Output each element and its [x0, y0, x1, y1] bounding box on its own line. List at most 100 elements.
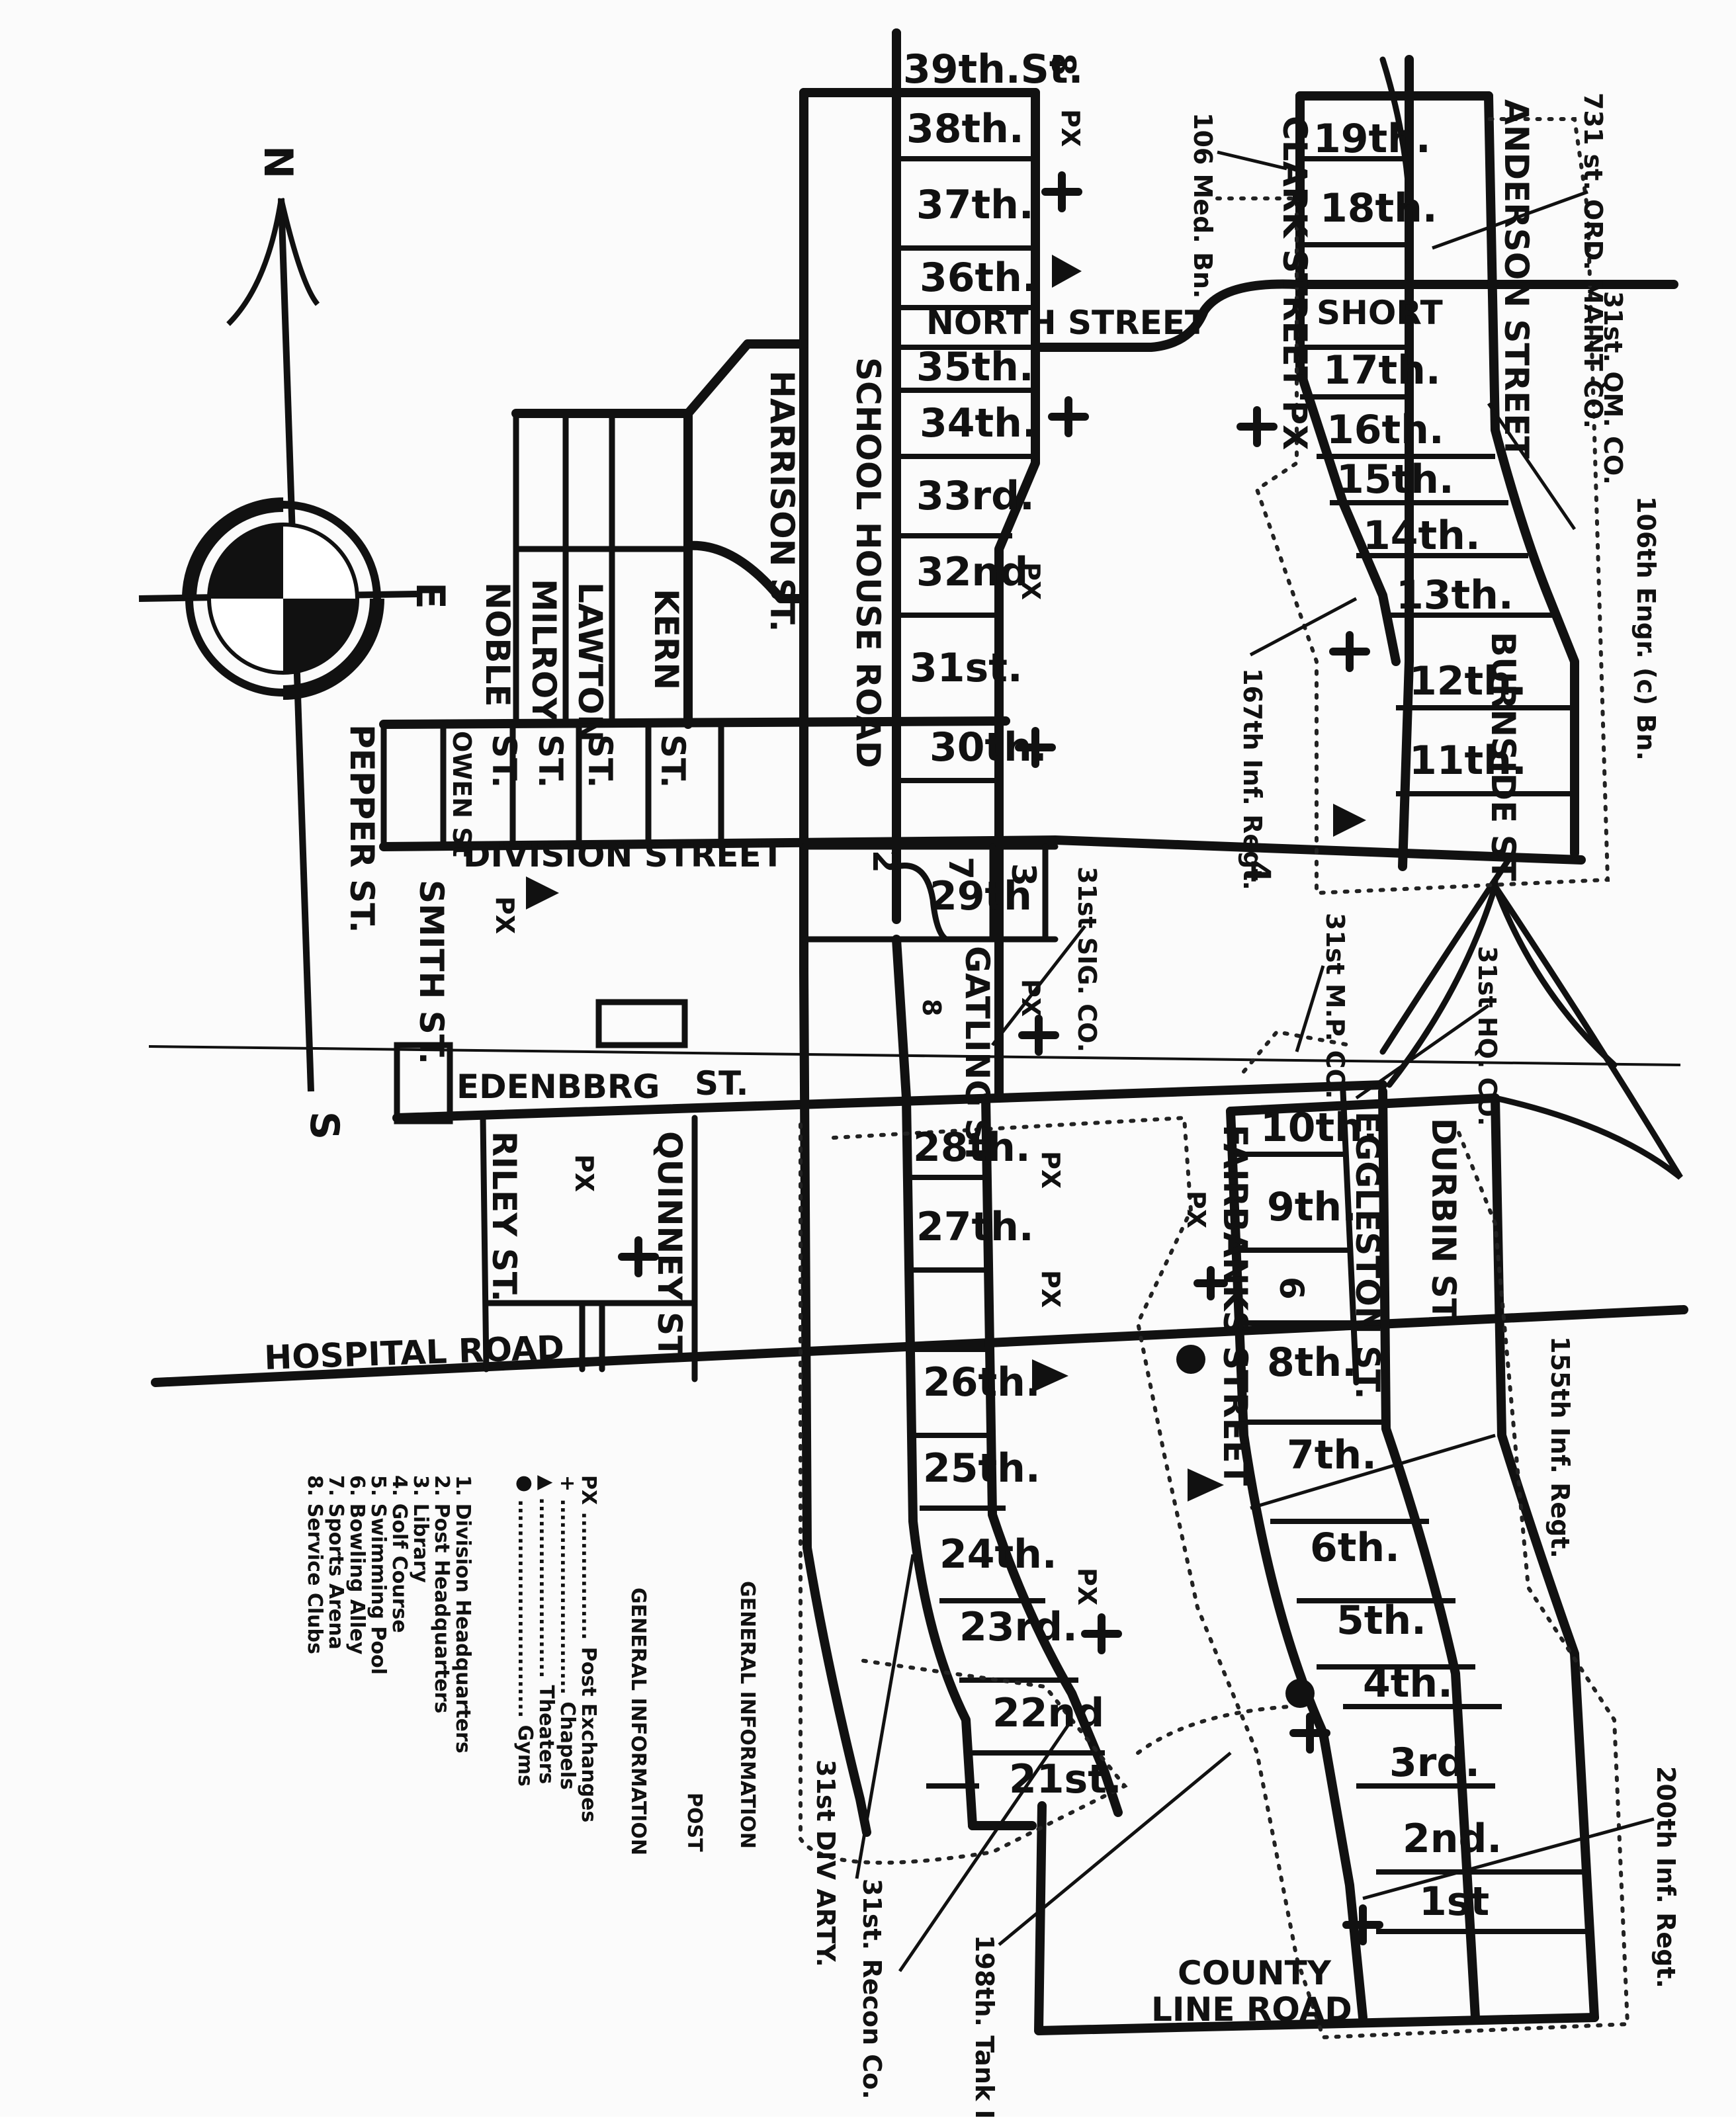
unit-31-qm: 31st. QM. CO. [1598, 291, 1628, 485]
chapel-icon [618, 1236, 659, 1277]
legend-item: 1. Division Headquarters [451, 1475, 474, 1754]
durbin-label: DURBIN ST. [1424, 1118, 1463, 1328]
kern-st-label: ST. [654, 734, 692, 788]
legend-item: 2. Post Headquarters [430, 1475, 453, 1713]
theater-icon [526, 876, 559, 910]
school-house-road-label: SCHOOL HOUSE ROAD [849, 357, 887, 768]
block-35th: 35th. [916, 344, 1034, 390]
px-marker: PX [1036, 1270, 1065, 1308]
block-2nd: 2nd. [1403, 1816, 1502, 1862]
block-12th: 12th. [1409, 658, 1527, 704]
quinney-label: QUINNEY ST [650, 1131, 689, 1358]
block-9th: 9th. [1267, 1184, 1357, 1230]
block-1st: 1st [1419, 1879, 1489, 1925]
legend-item: PX ................. Post Exchanges [577, 1475, 600, 1822]
px-marker: PX [1072, 1568, 1102, 1605]
block-dividers [896, 90, 1588, 1934]
theater-icon [1188, 1468, 1224, 1502]
compass-south: S [301, 1111, 347, 1140]
block-22nd: 22nd [992, 1690, 1104, 1736]
pepper-label: PEPPER ST. [343, 724, 381, 933]
marker-3: 3 [1004, 863, 1043, 886]
block-21st: 21st. [1009, 1756, 1122, 1802]
block-16th: 16th. [1326, 407, 1444, 453]
chapel-icon [1237, 406, 1278, 447]
legend-item: 5. Swimming Pool [367, 1475, 390, 1675]
theater-icon [1052, 255, 1082, 288]
block-17th: 17th. [1323, 347, 1441, 394]
dotted-boundaries [799, 117, 1630, 2040]
unit-198-tank: 198th. Tank Bn. [970, 1935, 999, 2117]
marker-6: 6 [1272, 1277, 1311, 1300]
legend-item: 8. Service Clubs [303, 1475, 326, 1654]
leader-lines [855, 150, 1655, 1972]
marker-2: 2 [865, 850, 904, 873]
chapel-markers [618, 171, 1383, 1945]
theater-markers [526, 255, 1366, 1502]
chapel-icon [1194, 1266, 1228, 1300]
block-3rd: 3rd. [1389, 1740, 1480, 1786]
block-5th: 5th. [1336, 1597, 1426, 1644]
county-line-road-label-2: LINE ROAD [1151, 1990, 1352, 2029]
chapel-icon [1081, 1613, 1122, 1654]
riley-label: RILEY ST. [485, 1131, 523, 1302]
marker-8: 8 [917, 999, 946, 1016]
block-36th: 36th. [920, 255, 1037, 301]
px-markers: PX PX PX PX PX PX PX PX PX [490, 109, 1211, 1605]
unit-106-engr: 106th Engr. (c) Bn. [1631, 496, 1661, 761]
short-label: SHORT [1317, 294, 1443, 332]
px-marker: PX [570, 1154, 599, 1192]
block-38th: 38th. [906, 106, 1024, 152]
compass-east: E [407, 582, 453, 609]
unit-106-med: 106 Med. Bn. [1188, 112, 1217, 298]
chapel-icon [1041, 171, 1082, 212]
block-23rd: 23rd. [959, 1604, 1078, 1650]
roads [148, 28, 1688, 2035]
milroy-label: MILROY [525, 579, 563, 722]
lawton-label: LAWTON [571, 582, 609, 742]
legend-item: ● ............................. Gyms [513, 1475, 537, 1787]
unit-31-mp: 31st M.P. CO. [1321, 913, 1350, 1099]
kern-label: KERN [647, 589, 685, 690]
edenberg-st-suffix: ST. [695, 1064, 749, 1103]
theater-icon [1032, 1359, 1068, 1392]
marker-7: 7 [941, 857, 980, 880]
burnside-label: BURNSIDE ST. [1484, 632, 1522, 888]
smith-label: SMITH ST. [412, 880, 451, 1064]
compass-north: N [255, 146, 301, 179]
unit-155-inf: 155th Inf. Regt. [1545, 1336, 1575, 1558]
px-marker: PX [490, 896, 519, 934]
block-numbers-west: 39th.St. 38th. 37th. 36th. 35th. 34th. 3… [903, 46, 1083, 919]
unit-31-recon: 31st. Recon Co. [857, 1879, 887, 2099]
legend-item: 4. Golf Course [388, 1475, 411, 1633]
north-street-label: NORTH STREET [926, 304, 1207, 342]
legend-title-1: GENERAL INFORMATION [736, 1581, 759, 1849]
chapel-icon [1018, 1015, 1059, 1056]
px-marker: PX [1016, 562, 1045, 600]
block-32nd: 32nd [916, 549, 1028, 595]
milroy-st-label: ST. [531, 734, 570, 788]
unit-167-inf: 167th Inf. Regt. [1238, 668, 1267, 890]
owen-label: OWEN St [447, 731, 476, 857]
unit-31-hq: 31st HQ. CO. [1473, 946, 1502, 1126]
block-10th: 10th. [1260, 1105, 1378, 1151]
gym-icon [1176, 1345, 1205, 1374]
marker-8-top: 8 [1044, 53, 1082, 76]
block-18th: 18th. [1320, 185, 1438, 232]
county-line-road-label-1: COUNTY [1178, 1954, 1332, 1992]
block-28th: 28th. [913, 1124, 1031, 1171]
edenberg-street-label: EDENBBRG [456, 1068, 660, 1106]
theater-icon [1333, 804, 1366, 837]
block-14th: 14th. [1363, 513, 1481, 559]
block-37th: 37th. [916, 182, 1034, 228]
chapel-icon [1329, 631, 1370, 672]
noble-st-label: ST. [485, 734, 523, 788]
noble-label: NOBLE [478, 582, 517, 706]
block-26th: 26th. [923, 1359, 1041, 1406]
hospital-road-label: HOSPITAL ROAD [263, 1328, 564, 1377]
legend-item: 7. Sports Arena [324, 1475, 347, 1650]
px-marker: PX [1182, 1191, 1211, 1228]
block-25th: 25th. [923, 1445, 1041, 1492]
